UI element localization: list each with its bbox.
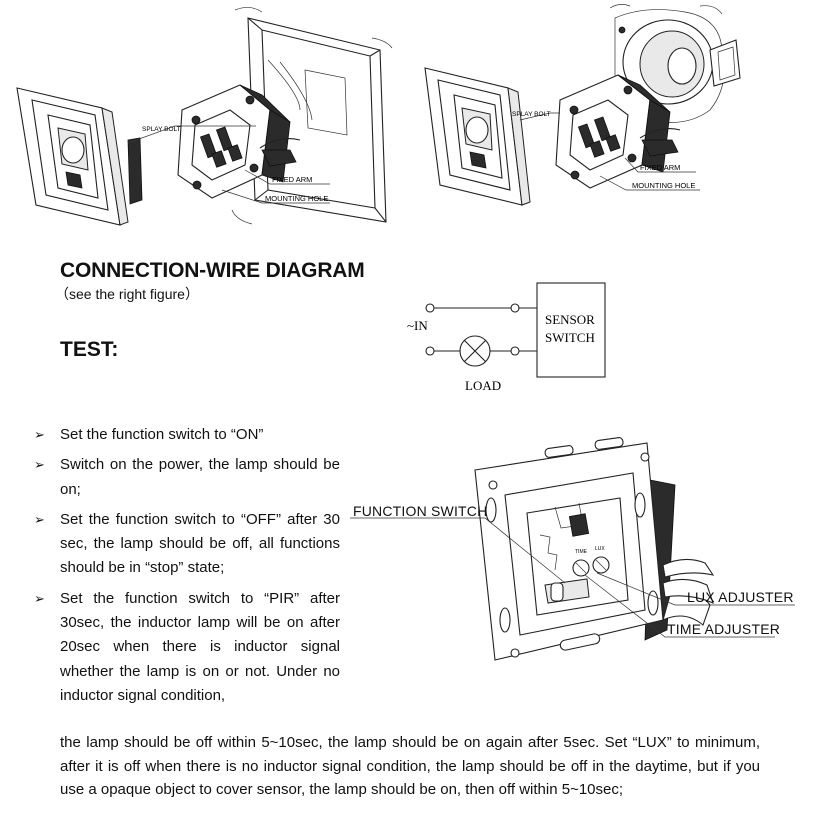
installation-figure-left: SPLAY BOLT FIXED ARM MOUNTING HOLE (16, 7, 393, 226)
terminal-in-bottom (425, 346, 435, 356)
load-label: LOAD (465, 378, 501, 393)
bullet-arrow-icon: ➢ (34, 427, 45, 442)
test-step-text: Set the function switch to “ON” (60, 426, 264, 443)
lamp-load-symbol (459, 335, 491, 367)
label-fixed-arm-left: FIXED ARM (272, 175, 312, 184)
test-step: ➢ Set the function switch to “PIR” after… (20, 587, 340, 708)
test-step-text: Set the function switch to “OFF” after 3… (60, 510, 340, 577)
lux-adjuster-mark: LUX (595, 546, 605, 552)
test-step: ➢ Set the function switch to “ON” (20, 423, 340, 447)
wiring-in-label: ~IN (407, 318, 428, 333)
label-lux-adjuster: LUX ADJUSTER (687, 589, 794, 605)
label-mounting-hole-right: MOUNTING HOLE (632, 181, 695, 190)
time-adjuster-mark: TIME (575, 549, 588, 555)
test-step-text: Switch on the power, the lamp should be … (60, 456, 340, 498)
mechanism-insert (177, 84, 301, 199)
label-mounting-hole-left: MOUNTING HOLE (265, 194, 328, 203)
module-figure: TIME LUX (350, 437, 795, 661)
sensor-switch-label-1: SENSOR (545, 312, 595, 327)
round-wall-box (596, 4, 741, 139)
terminal-switch-top (510, 303, 520, 313)
test-step: ➢ Set the function switch to “OFF” after… (20, 508, 340, 581)
terminal-switch-bottom (510, 346, 520, 356)
installation-figure-right: SPLAY BOLT FIXED ARM MOUNTING HOLE (424, 4, 741, 206)
test-step-continuation: the lamp should be off within 5~10sec, t… (60, 734, 760, 798)
sensor-switch-label-2: SWITCH (545, 330, 595, 345)
label-function-switch: FUNCTION SWITCH (353, 503, 488, 519)
connection-note: （see the right figure） (55, 286, 199, 302)
test-step: ➢ Switch on the power, the lamp should b… (20, 453, 340, 502)
label-splay-bolt-right: SPLAY BOLT (512, 111, 551, 118)
test-step-text: Set the function switch to “PIR” after 3… (60, 589, 340, 704)
sensor-switch-box (536, 282, 606, 378)
test-steps-list: ➢ Set the function switch to “ON” ➢ Swit… (20, 423, 340, 714)
wiring-diagram: ~IN SENSOR SWITCH LOAD (407, 282, 606, 393)
label-fixed-arm-right: FIXED ARM (640, 163, 680, 172)
faceplate (16, 87, 143, 226)
terminal-in-top (425, 303, 435, 313)
faceplate-right (424, 67, 531, 206)
bullet-arrow-icon: ➢ (34, 511, 45, 527)
test-heading: TEST: (60, 338, 119, 361)
connection-heading: CONNECTION-WIRE DIAGRAM (60, 259, 365, 282)
label-splay-bolt-left: SPLAY BOLT (142, 126, 181, 133)
label-time-adjuster: TIME ADJUSTER (667, 621, 781, 637)
bullet-arrow-icon: ➢ (34, 590, 45, 606)
bullet-arrow-icon: ➢ (34, 457, 45, 473)
